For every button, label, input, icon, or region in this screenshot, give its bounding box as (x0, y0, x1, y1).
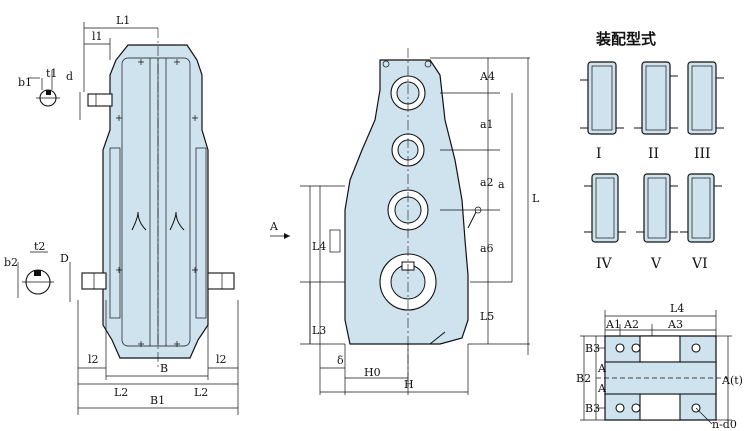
dim-B1: B1 (150, 394, 165, 407)
dim-t1: t1 (46, 67, 57, 80)
assembly-types: 装配型式 I II III (580, 30, 724, 272)
plus-marks (116, 59, 198, 347)
front-dimension-lines (17, 22, 239, 415)
dim-a1: a1 (480, 118, 494, 131)
front-inner-panel (121, 57, 191, 347)
front-view: L1 l1 b1 t1 d b2 t2 D l2 l2 L2 L2 B B1 (4, 14, 239, 415)
dim-L1: L1 (116, 14, 130, 27)
dim-b2: b2 (4, 256, 18, 269)
dim-L2-right: L2 (194, 386, 208, 399)
dim-L3: L3 (312, 324, 326, 337)
dim-H0: H0 (364, 366, 381, 379)
dim-b1: b1 (18, 76, 32, 89)
output-shaft-right (207, 272, 235, 290)
input-shaft (87, 93, 113, 107)
side-dimension-lines (270, 57, 530, 395)
dim-a6: a6 (480, 242, 494, 255)
dim-A3: A3 (667, 318, 683, 331)
base-dimension-lines (580, 310, 732, 425)
assembly-type-1 (580, 61, 624, 135)
dim-B3-bottom: B3 (585, 402, 600, 415)
dim-L5: L5 (480, 310, 494, 323)
dim-A1: A1 (605, 318, 621, 331)
assembly-label-IV: IV (596, 256, 613, 272)
bolt-holes (615, 343, 701, 413)
assembly-label-II: II (648, 146, 659, 162)
assembly-type-4 (584, 173, 626, 243)
assembly-label-VI: VI (691, 256, 708, 272)
side-inspection-cover (329, 229, 341, 253)
assembly-type-3 (687, 61, 724, 135)
dim-n-d0: n-d0 (712, 418, 737, 431)
dim-base-A-bottom: A (597, 382, 607, 395)
assembly-label-I: I (596, 146, 602, 162)
dim-D: D (60, 252, 69, 265)
assembly-label-III: III (694, 146, 711, 162)
dim-L2-left: L2 (114, 386, 128, 399)
dim-A4: A4 (479, 70, 495, 83)
dim-l2-right: l2 (216, 353, 227, 366)
dim-B: B (160, 362, 168, 375)
assembly-type-2 (634, 61, 678, 135)
assembly-type-5 (636, 173, 678, 243)
dim-l1: l1 (92, 30, 103, 43)
assembly-label-V: V (650, 256, 662, 272)
view-arrow-A: A (269, 220, 279, 233)
dim-base-A-top: A (597, 362, 607, 375)
dim-L: L (532, 192, 540, 205)
front-housing (102, 44, 209, 359)
dim-t2: t2 (34, 240, 45, 253)
dim-L4-side: L4 (312, 240, 326, 253)
dim-a2: a2 (480, 176, 494, 189)
dim-H: H (404, 378, 414, 391)
assembly-type-6 (680, 173, 722, 243)
dim-A2: A2 (623, 318, 639, 331)
dim-d: d (66, 70, 73, 83)
dim-B3-top: B3 (585, 342, 600, 355)
dim-delta: δ (337, 354, 344, 367)
side-view: A4 a1 a2 a a6 L5 L A L4 L3 δ H0 H (269, 48, 540, 395)
dim-B2: B2 (576, 372, 591, 385)
dim-base-A-right: A(t) (721, 374, 743, 387)
dim-a: a (498, 178, 505, 191)
dim-l2-left: l2 (88, 353, 99, 366)
base-plan: L4 A1 A2 A3 B3 B2 B3 A A A(t) n-d0 (576, 302, 743, 431)
dim-base-L4: L4 (670, 302, 684, 315)
assembly-title: 装配型式 (595, 30, 656, 48)
